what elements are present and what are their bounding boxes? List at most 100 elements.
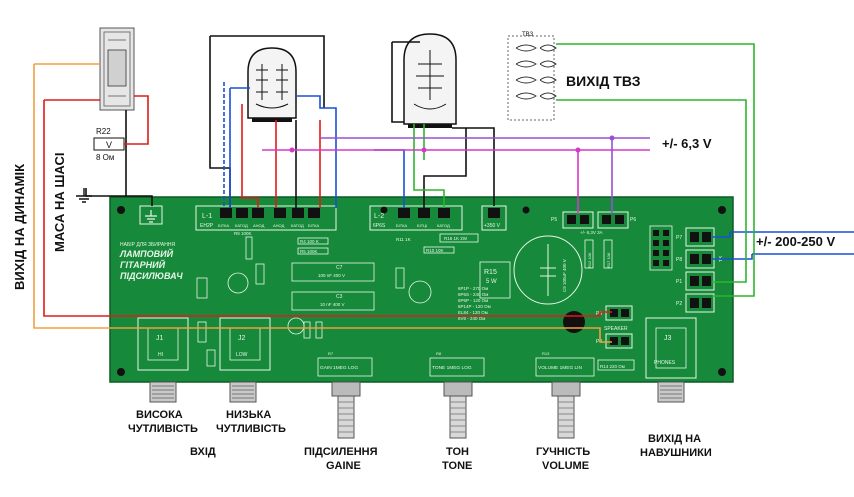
l1-pins xyxy=(220,208,320,218)
p4-label: P4 xyxy=(596,339,602,345)
wire-orange xyxy=(33,63,612,343)
tube-table-row: 6P6S - 240 Ом xyxy=(458,292,488,297)
pot-gain-outline xyxy=(317,357,373,377)
speaker-output-label: ВИХІД НА ДИНАМІК xyxy=(12,164,27,290)
cap-label: C7 xyxy=(336,265,343,271)
resistor-r12 xyxy=(584,239,594,269)
power-tube-icon xyxy=(403,33,457,128)
mount-hole xyxy=(117,368,125,376)
resistor-label: R4 100 K xyxy=(300,239,319,244)
kit-subtitle: НАБІР ДЛЯ ЗБИРАННЯ xyxy=(120,242,175,248)
p8-label: P8 xyxy=(676,257,682,263)
p4-connector xyxy=(605,333,633,349)
tube-table-row: 6V6 - 240 Ом xyxy=(458,316,485,321)
tr-pins xyxy=(653,230,669,266)
l1-pin-label: КАТОД xyxy=(235,223,248,228)
phones-label: ВИХІД НА xyxy=(648,433,701,445)
chassis-ground-icon xyxy=(76,188,92,203)
resistor-label: R10 10K xyxy=(426,248,444,253)
j1-sub: HI xyxy=(158,352,163,358)
r17-label: R17 10K xyxy=(606,252,611,268)
high-sens-label: ВИСОКА xyxy=(136,409,183,421)
resistor-label: R8 100K xyxy=(234,231,252,236)
p1-connector xyxy=(685,271,715,291)
pot-volume-body xyxy=(551,381,581,439)
pcb-resistors xyxy=(245,233,479,260)
j2-label: J2 xyxy=(238,335,246,342)
tone-label: ТОН xyxy=(446,446,469,458)
jack-hi-body xyxy=(149,381,177,403)
mount-hole xyxy=(522,206,530,214)
pot-label: VOLUME 1MEG LIN xyxy=(538,365,583,371)
l2-tube-label: 6Р6S xyxy=(373,223,386,229)
cap-label: 100 nF 400 V xyxy=(318,273,345,278)
l1-tube-label: ЕН2Р xyxy=(200,223,214,229)
resistor-r15 xyxy=(479,261,511,299)
p2-label: P2 xyxy=(676,301,682,307)
p6-label: P6 xyxy=(630,217,636,223)
output-transformer-icon xyxy=(507,35,557,121)
l2-pins xyxy=(398,208,450,218)
l2-pin-label: БІТКА xyxy=(396,223,408,228)
pot-label: GAIN 1MEG LOG xyxy=(320,365,358,371)
p5-label: P5 xyxy=(551,217,557,223)
j1-label: J1 xyxy=(156,335,164,342)
kit-title-line: ГІТАРНИЙ xyxy=(120,259,166,270)
pot-tone-body xyxy=(443,381,473,439)
output-transformer-label: ВИХІД ТВЗ xyxy=(566,73,641,89)
volume-label: VOLUME xyxy=(542,460,589,472)
tube-table-row: EL84 - 120 Ом xyxy=(458,310,488,315)
pcb-ground-pad xyxy=(139,205,163,225)
chassis-ground-label: МАСА НА ШАСІ xyxy=(52,153,67,252)
pot-gain-body xyxy=(331,381,361,439)
anode-voltage-label: +/- 200-250 V xyxy=(756,234,835,249)
l1-pin-label: КАТОД xyxy=(291,223,304,228)
cap-label: 10 nF 400 V xyxy=(320,302,345,307)
wires-red xyxy=(43,95,612,317)
capacitor-small xyxy=(227,272,249,294)
tube-table-row: 6P14P - 120 Ом xyxy=(458,304,491,309)
p7-label: P7 xyxy=(676,235,682,241)
l1-label: L-1 xyxy=(202,213,212,220)
resistor-label: R16 1K 2W xyxy=(444,236,468,241)
mount-hole xyxy=(718,206,726,214)
input-label: ВХІД xyxy=(190,446,216,458)
p3-label: P3 xyxy=(596,311,602,317)
pot-volume-outline xyxy=(535,357,595,377)
l1-connector-block xyxy=(195,205,337,231)
pot-label: TONE 1MEG LOG xyxy=(432,365,472,371)
speaker-label: SPEAKER xyxy=(604,326,628,332)
r22-mark: V xyxy=(106,140,112,150)
j2-sub: LOW xyxy=(236,352,248,358)
j3-sub: PHONES xyxy=(654,360,676,366)
p6-connector xyxy=(597,211,629,229)
p3-connector xyxy=(605,305,633,321)
tube-table: 6P1P - 270 Ом 6P6S - 240 Ом 6P6P - 120 О… xyxy=(458,286,491,321)
resistor-small xyxy=(255,263,265,285)
j3-label: J3 xyxy=(664,335,672,342)
resistor-small xyxy=(395,267,405,289)
resistor-small xyxy=(303,321,311,339)
l1-pin-label: БІТКА xyxy=(218,223,230,228)
tr-connector xyxy=(649,225,673,271)
p1-label: P1 xyxy=(676,279,682,285)
jack-j3 xyxy=(645,317,697,379)
jack-j1 xyxy=(137,317,189,371)
low-sens-label: ЧУТЛИВІСТЬ xyxy=(216,423,286,435)
r15-power: 5 W xyxy=(486,279,497,285)
tone-label: TONE xyxy=(442,460,472,472)
jack-low-body xyxy=(229,381,257,403)
kit-title-line: ПІДСИЛЮВАЧ xyxy=(120,271,183,281)
mount-hole xyxy=(563,311,585,333)
pcb-board xyxy=(109,196,734,383)
cap-label: C3 xyxy=(336,294,343,300)
phones-label: НАВУШНИКИ xyxy=(640,447,712,459)
capacitor-c9 xyxy=(513,235,583,305)
l1-pin-label: АНОД xyxy=(273,223,285,228)
kit-title-line: ЛАМПОВИЙ xyxy=(119,248,174,259)
l2-pin-label: БІТЦІ xyxy=(417,223,427,228)
r12-label: R12 10K xyxy=(587,252,592,268)
capacitor-c7 xyxy=(291,262,375,282)
l2-label: L-2 xyxy=(374,213,384,220)
